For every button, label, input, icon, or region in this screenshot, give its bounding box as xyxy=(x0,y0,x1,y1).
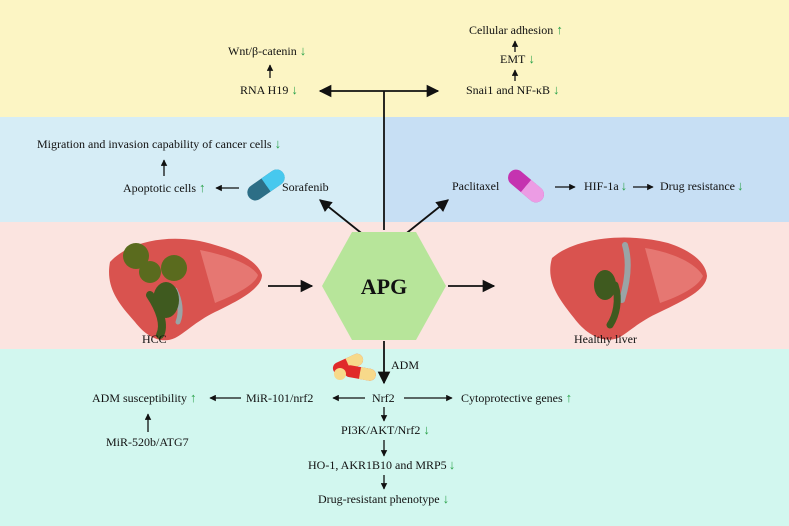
apg-label: APG xyxy=(361,274,407,299)
band-top xyxy=(0,0,789,117)
adm-susceptibility-label: ADM susceptibility↑ xyxy=(92,390,197,405)
wnt-label: Wnt/β-catenin↓ xyxy=(228,43,306,58)
pi3k-label: PI3K/AKT/Nrf2↓ xyxy=(341,422,430,437)
cytoprotective-label: Cytoprotective genes↑ xyxy=(461,390,572,405)
adm-pills-icon xyxy=(332,353,376,381)
snai1-label: Snai1 and NF-κB↓ xyxy=(466,82,560,97)
apg-hexagon xyxy=(322,232,446,340)
band-blue-right xyxy=(384,117,789,222)
band-bottom xyxy=(0,349,789,526)
healthy-liver-label: Healthy liver xyxy=(574,332,637,346)
migration-label: Migration and invasion capability of can… xyxy=(37,136,281,151)
adm-label: ADM xyxy=(391,358,419,372)
cellular-adhesion-label: Cellular adhesion↑ xyxy=(469,22,563,37)
apoptotic-label: Apoptotic cells↑ xyxy=(123,180,205,195)
hcc-label: HCC xyxy=(142,332,167,346)
capsule-sorafenib-icon xyxy=(247,169,285,201)
mir520b-label: MiR-520b/ATG7 xyxy=(106,435,189,449)
healthy-liver-icon xyxy=(550,237,707,340)
sorafenib-label: Sorafenib xyxy=(282,180,329,194)
hcc-liver-icon xyxy=(109,238,262,341)
rna-h19-label: RNA H19↓ xyxy=(240,82,298,97)
hif-label: HIF-1a↓ xyxy=(584,178,627,193)
drug-resistance-label: Drug resistance↓ xyxy=(660,178,743,193)
emt-label: EMT↓ xyxy=(500,51,535,66)
nrf2-label: Nrf2 xyxy=(372,391,395,405)
ho1-label: HO-1, AKR1B10 and MRP5↓ xyxy=(308,457,455,472)
mir101-label: MiR-101/nrf2 xyxy=(246,391,313,405)
capsule-paclitaxel-icon xyxy=(508,169,544,203)
paclitaxel-label: Paclitaxel xyxy=(452,179,500,193)
drug-resistant-phenotype-label: Drug-resistant phenotype↓ xyxy=(318,491,449,506)
